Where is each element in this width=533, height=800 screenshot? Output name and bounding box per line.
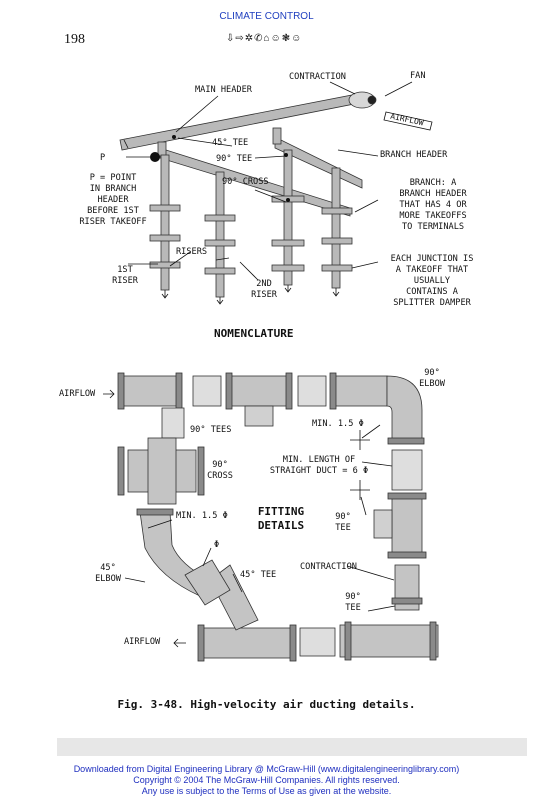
tee-bottom: [339, 624, 439, 658]
label-branch-header: BRANCH HEADER: [380, 150, 448, 160]
point-p-marker: [150, 152, 160, 162]
label-p: P: [100, 153, 106, 163]
label-risers: RISERS: [176, 247, 208, 257]
tee-top-branch: [244, 405, 274, 427]
label-contraction: CONTRACTION: [289, 72, 346, 82]
footer-line-2: Copyright © 2004 The McGraw-Hill Compani…: [133, 774, 400, 785]
label-90-tees: 90° TEES: [190, 425, 232, 435]
nomenclature-title: NOMENCLATURE: [214, 327, 294, 340]
duct-right-1: [391, 449, 423, 491]
label-2nd-riser: 2ND RISER: [251, 279, 277, 300]
label-airflow-in: AIRFLOW: [59, 389, 96, 399]
fitting-details-title: FITTING DETAILS: [257, 505, 305, 533]
label-90-tee-right: 90° TEE: [335, 512, 351, 533]
label-45-elbow: 45° ELBOW: [95, 563, 121, 584]
duct-top-short: [192, 375, 222, 407]
duct-top-left: [119, 375, 181, 407]
label-90-tee-bottom: 90° TEE: [345, 592, 361, 613]
page-number: 198: [64, 32, 85, 47]
label-45-tee: 45° TEE: [212, 138, 249, 148]
grey-bar: [57, 738, 527, 756]
label-point-p-definition: P = POINT IN BRANCH HEADER BEFORE 1ST RI…: [79, 173, 147, 227]
airflow-arrow-top: [383, 111, 433, 131]
label-90-tee: 90° TEE: [216, 154, 253, 164]
tee-right-branch: [373, 509, 393, 539]
label-main-header: MAIN HEADER: [195, 85, 252, 95]
label-min-15-top: MIN. 1.5 Φ: [312, 419, 364, 429]
label-junction-definition: EACH JUNCTION IS A TAKEOFF THAT USUALLY …: [390, 254, 474, 308]
tee-top: [227, 375, 291, 407]
running-head: CLIMATE CONTROL: [219, 11, 314, 22]
fan-hub: [367, 95, 377, 105]
footer-line-1[interactable]: Downloaded from Digital Engineering Libr…: [73, 764, 460, 774]
duct-bottom-mid: [299, 627, 336, 657]
downcomer-2: [272, 127, 282, 145]
tee-45-bottom: [199, 627, 296, 659]
label-1st-riser: 1ST RISER: [112, 265, 138, 286]
label-phi: Φ: [214, 540, 220, 550]
footer: Downloaded from Digital Engineering Libr…: [0, 764, 533, 796]
label-min-length-straight-duct: MIN. LENGTH OF STRAIGHT DUCT = 6 Φ: [269, 455, 369, 476]
label-min-15-left: MIN. 1.5 Φ: [176, 511, 228, 521]
label-airflow-out: AIRFLOW: [124, 637, 161, 647]
dingbat-strip: ⇩⇨✲✆⌂☺❃☺: [226, 33, 303, 44]
label-90-cross-fitting: 90° CROSS: [207, 460, 233, 481]
label-45-tee-fitting: 45° TEE: [240, 570, 277, 580]
figure-caption: Fig. 3-48. High-velocity air ducting det…: [117, 698, 416, 711]
label-branch-definition: BRANCH: A BRANCH HEADER THAT HAS 4 OR MO…: [399, 178, 467, 232]
label-contraction-fitting: CONTRACTION: [300, 562, 357, 572]
footer-line-3: Any use is subject to the Terms of Use a…: [141, 785, 392, 796]
label-90-elbow: 90° ELBOW: [419, 368, 445, 389]
duct-top-right: [331, 375, 388, 407]
duct-45-section: [184, 559, 231, 606]
duct-top-mid: [297, 375, 327, 407]
label-fan: FAN: [410, 71, 426, 81]
cross-90-vertical: [147, 437, 177, 505]
tee-right: [391, 494, 423, 556]
duct-left-1: [161, 407, 185, 439]
label-90-cross: 90° CROSS: [222, 177, 269, 187]
